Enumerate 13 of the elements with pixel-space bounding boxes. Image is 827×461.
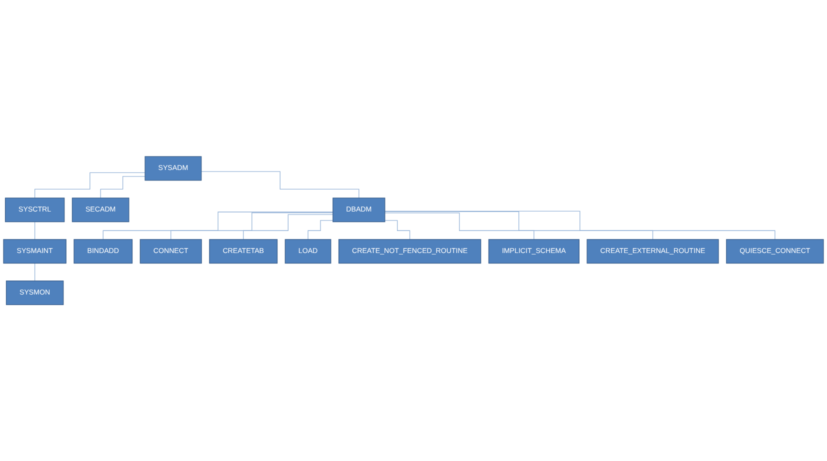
connector (243, 214, 334, 240)
connector (384, 220, 410, 240)
connector (34, 172, 146, 198)
connector (100, 176, 146, 198)
connector (308, 220, 334, 240)
connector (102, 212, 334, 240)
connector (384, 211, 654, 240)
connector (170, 212, 334, 240)
connector (200, 171, 360, 198)
connector (384, 212, 534, 240)
connector (34, 262, 36, 282)
connector (384, 210, 776, 240)
connector (34, 221, 36, 240)
